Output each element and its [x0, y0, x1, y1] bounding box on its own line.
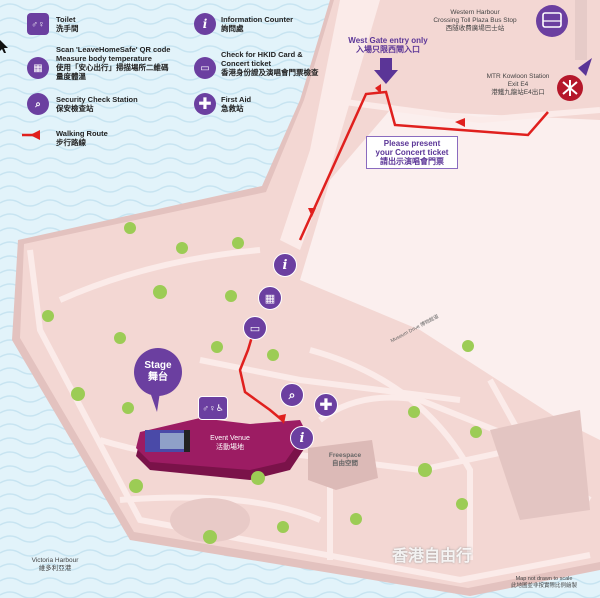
legend-zh: 急救站	[221, 104, 244, 113]
legend-zh: 洗手間	[56, 24, 79, 33]
stage-structure	[145, 430, 190, 452]
bus-stop-zh: 西隧收費廣場巴士站	[445, 25, 505, 32]
legend-zh: 詢問處	[221, 24, 244, 33]
bus-road	[575, 0, 587, 60]
bus-stop-en2: Crossing Toll Plaza Bus Stop	[433, 17, 517, 24]
info-icon: i	[194, 13, 216, 35]
qr-scan-icon[interactable]: ▦	[258, 286, 282, 310]
scale-note-zh: 此地圖並非按實際比例繪製	[510, 583, 577, 589]
bus-glyph	[542, 12, 562, 28]
legend-zh: 使用「安心出行」掃描場所二維碼	[56, 63, 169, 72]
harbour-en: Victoria Harbour	[31, 557, 79, 564]
freespace-en: Freespace	[328, 452, 362, 459]
cursor-icon	[0, 40, 8, 53]
legend-zh: 量度體溫	[56, 72, 86, 81]
qr-scan-icon: ▦	[27, 57, 49, 79]
freespace-zh: 自由空間	[332, 460, 358, 467]
bus-stop-en: Western Harbour	[450, 9, 500, 16]
stage-en: Stage	[144, 360, 172, 371]
ticket-icon[interactable]: ▭	[243, 316, 267, 340]
venue-en: Event Venue	[210, 435, 250, 442]
mtr-pointer	[578, 58, 592, 76]
toilet-icon[interactable]: ♂♀♿	[198, 396, 228, 420]
legend-zh: 香港身份證及演唱會門票檢查	[221, 68, 319, 77]
mtr-zh: 港鐵九龍站E4出口	[491, 89, 545, 96]
legend-en: Toilet	[56, 15, 76, 24]
venue-label: Event Venue 活動場地	[200, 434, 260, 452]
legend-en: Scan 'LeaveHomeSafe' QR code	[56, 45, 171, 54]
lawn	[170, 498, 250, 542]
walkway	[280, 0, 380, 250]
freespace-building	[308, 440, 378, 490]
ticket-icon: ▭	[194, 57, 216, 79]
legend-en: Walking Route	[56, 129, 108, 138]
legend-zh: 步行路線	[56, 138, 86, 147]
info-icon[interactable]: i	[273, 253, 297, 277]
ticket-note-en: Please present	[383, 139, 441, 148]
legend-en: Check for HKID Card &	[221, 50, 303, 59]
info-icon[interactable]: i	[290, 426, 314, 450]
legend-en: Security Check Station	[56, 95, 138, 104]
trees	[42, 222, 482, 544]
scale-note-en: Map not drawn to scale	[515, 576, 573, 582]
legend-en: Concert ticket	[221, 59, 272, 68]
open-area	[300, 110, 600, 440]
mtr-en: MTR Kowloon Station	[486, 73, 550, 80]
security-icon: ⌕	[27, 93, 49, 115]
legend-en: Measure body temperature	[56, 54, 152, 63]
harbour-zh: 維多利亞港	[38, 565, 72, 572]
security-icon[interactable]: ⌕	[280, 383, 304, 407]
west-gate-arrow-icon	[374, 58, 398, 84]
stage-bubble	[134, 348, 182, 396]
legend-en: First Aid	[221, 95, 252, 104]
walking-route	[238, 90, 549, 421]
legend-zh: 保安檢查站	[56, 104, 94, 113]
toilet-icon: ♂♀	[27, 13, 49, 35]
ticket-note-zh: 請出示演唱會門票	[380, 157, 444, 166]
ticket-note-en2: your Concert ticket	[375, 148, 449, 157]
legend-en: Information Counter	[221, 15, 294, 24]
mtr-en2: Exit E4	[507, 81, 529, 88]
building	[490, 410, 590, 520]
stage-bubble-pointer	[150, 392, 160, 412]
west-gate-en: West Gate entry only	[348, 36, 428, 45]
mtr-logo	[562, 80, 578, 96]
venue-zh: 活動場地	[216, 444, 244, 451]
watermark: 香港自由行	[392, 548, 473, 565]
stage-zh: 舞台	[148, 372, 168, 383]
west-gate-zh: 入場只限西閘入口	[356, 45, 420, 54]
first-aid-icon[interactable]: ✚	[314, 393, 338, 417]
first-aid-icon: ✚	[194, 93, 216, 115]
